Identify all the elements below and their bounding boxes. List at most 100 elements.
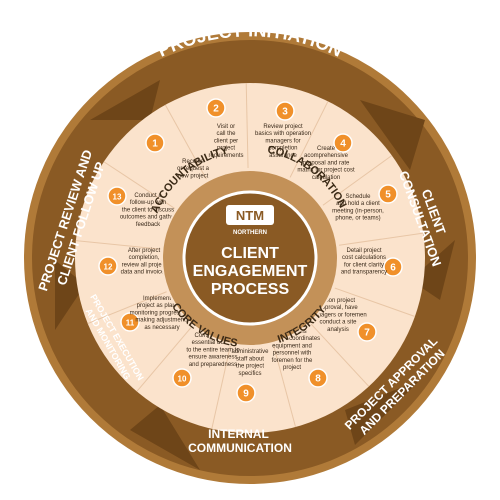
step-description-line: approval, have [318, 305, 358, 311]
step-description-line: review all project [122, 262, 167, 268]
step-description-line: new project [178, 173, 209, 179]
step-description-line: as necessary [144, 325, 179, 331]
step-number-badge [120, 312, 140, 332]
step-number-badge [275, 101, 295, 121]
spokes [75, 83, 424, 429]
step-number-badge [308, 368, 328, 388]
step-number: 7 [364, 328, 370, 339]
step-description-line: basics with operation [255, 131, 311, 137]
spoke-line [322, 155, 393, 206]
center-circle [182, 190, 318, 326]
spoke-line [75, 240, 161, 250]
step-description-line: Schedule [345, 194, 371, 200]
step-description-line: completion, [129, 255, 160, 261]
step-description-line: follow-up with [130, 200, 166, 206]
step-number: 4 [340, 139, 346, 150]
step-description-line: essential details [192, 340, 235, 346]
arrow-initiation [360, 100, 425, 170]
arrow-execution [55, 260, 85, 330]
step-description-line: calculation [312, 175, 340, 181]
step-description-line: managers or foremen [309, 312, 366, 318]
step-number-badge [107, 186, 127, 206]
spoke-line [272, 344, 297, 428]
step-number: 12 [104, 263, 113, 272]
step-description-line: Create [317, 146, 336, 152]
step-description-line: specifics [238, 371, 261, 377]
step-number-badge [206, 98, 226, 118]
step-description-line: After project [128, 248, 161, 254]
step-number: 3 [282, 107, 288, 118]
step-description-line: Implement the [143, 296, 182, 302]
step-description-line: manager coordinates [264, 336, 320, 342]
step-description-line: Upon project [321, 298, 355, 304]
step-description-line: to the entire team to [186, 347, 240, 353]
step-description-line: acomprehensive [304, 153, 349, 159]
step-description-line: monitoring progress and [130, 310, 195, 316]
step-description-line: the project [236, 364, 264, 370]
step-description-line: phone, or teams) [335, 216, 380, 222]
center-title-line-2: ENGAGEMENT [193, 263, 308, 280]
spoke-line [245, 83, 249, 169]
center-title-line-1: CLIENT [221, 245, 279, 262]
step-description-line: personnel with [273, 351, 312, 357]
step-description-line: data and invoices [121, 270, 168, 276]
step-description-line: making adjustments [135, 318, 188, 324]
step-description-line: proposal and rate [303, 160, 350, 166]
step-number: 6 [390, 263, 396, 274]
spoke-line [164, 104, 207, 180]
step-number: 1 [152, 139, 158, 150]
step-description-line: Visit or [217, 124, 235, 130]
spoke-line [310, 323, 370, 387]
step-number: 11 [126, 319, 135, 328]
step-description-line: client per [214, 138, 238, 144]
step-number: 13 [113, 193, 122, 202]
step-number: 5 [385, 190, 391, 201]
step-number-badge [172, 368, 192, 388]
step-number-badge [98, 256, 118, 276]
step-description-line: and hold a client [336, 201, 380, 207]
step-description-line: outcomes and gather [120, 215, 176, 221]
step-description-line: project as planned, [137, 303, 188, 309]
step-number-badge [378, 184, 398, 204]
step-description-line: Review project [263, 124, 303, 130]
step-description-line: ensure awareness [188, 355, 237, 361]
step-number-badge [383, 257, 403, 277]
step-description-line: equipment and [272, 343, 312, 349]
step-description-line: completion [268, 146, 297, 152]
logo-subtitle: NORTHERN [233, 230, 267, 236]
step-description-line: assurance [269, 153, 297, 159]
step-description-line: for client clarity [344, 262, 384, 268]
center-title-line-3: PROCESS [211, 281, 290, 298]
outer-ring-highlight [24, 32, 476, 484]
step-description-line: analysis [327, 327, 349, 333]
step-number-badge [236, 383, 256, 403]
arrow-internal [130, 405, 200, 470]
step-description-line: foremen for the [272, 358, 313, 364]
step-number-badge [145, 133, 165, 153]
step-number-badge [357, 322, 377, 342]
step-number: 2 [213, 104, 219, 115]
step-number: 8 [315, 374, 321, 385]
step-description-line: call the [216, 131, 236, 137]
step-description-line: and preparedness [189, 362, 237, 368]
spoke-line [334, 287, 416, 317]
logo: NTM [236, 208, 264, 223]
arrow-approval [345, 380, 420, 445]
phase-internal-communication: INTERNAL COMMUNICATION [188, 427, 292, 455]
